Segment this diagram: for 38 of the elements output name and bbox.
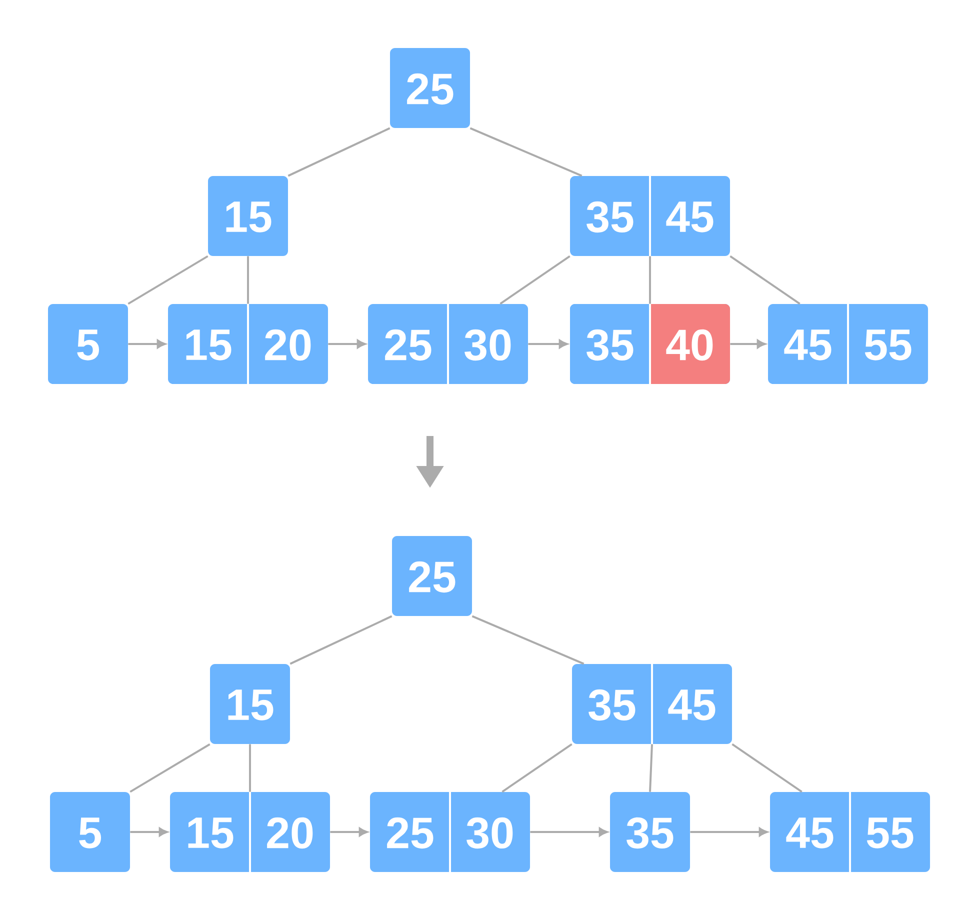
key-box: 25 30 xyxy=(370,792,530,872)
key-box: 25 xyxy=(390,48,470,128)
tree-edge xyxy=(128,255,208,305)
pointer-arrow xyxy=(530,828,608,836)
tree-edge xyxy=(500,255,570,305)
pointer-arrow xyxy=(690,828,768,836)
tree-edge xyxy=(502,743,572,793)
key-box: 15 20 xyxy=(170,792,330,872)
tree-edge xyxy=(472,615,584,665)
tree-edge xyxy=(470,127,582,177)
key-box: 15 xyxy=(208,176,288,256)
pointer-arrow xyxy=(730,340,766,348)
key-box: 25 30 xyxy=(368,304,528,384)
tree-edge xyxy=(730,255,800,305)
pointer-arrow xyxy=(328,340,366,348)
key-box: 35 xyxy=(610,792,690,872)
pointer-arrow xyxy=(330,828,368,836)
tree-edge xyxy=(288,127,390,177)
pointer-arrow xyxy=(528,340,568,348)
key-box: 5 xyxy=(48,304,128,384)
tree-edge xyxy=(649,744,653,792)
key-box: 45 55 xyxy=(770,792,930,872)
pointer-arrow xyxy=(128,340,166,348)
key-box: 35 40 xyxy=(570,304,730,384)
tree-edge xyxy=(130,743,210,793)
key-box: 25 xyxy=(392,536,472,616)
key-box: 15 20 xyxy=(168,304,328,384)
key-box: 45 55 xyxy=(768,304,928,384)
pointer-arrow xyxy=(130,828,168,836)
key-box: 5 xyxy=(50,792,130,872)
key-box: 35 45 xyxy=(570,176,730,256)
key-box: 35 45 xyxy=(572,664,732,744)
tree-edge xyxy=(290,615,392,665)
tree-edge xyxy=(247,256,249,304)
key-box: 15 xyxy=(210,664,290,744)
tree-edge xyxy=(732,743,802,793)
tree-edge xyxy=(649,256,651,304)
tree-edge xyxy=(249,744,251,792)
